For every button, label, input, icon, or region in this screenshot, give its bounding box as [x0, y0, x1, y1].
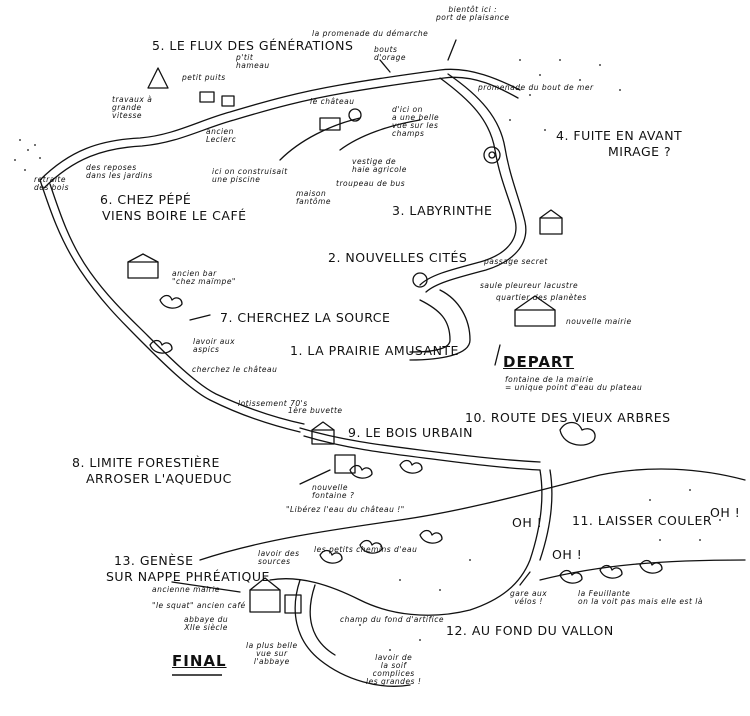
- note-nouvelle-mairie: nouvelle mairie: [566, 317, 632, 326]
- stop-13-label: 13. GENÈSE: [114, 553, 194, 568]
- stop-6-label: 6. CHEZ PÉPÉ: [100, 192, 192, 207]
- final-marker: FINAL: [172, 652, 227, 670]
- depart-marker: DEPART: [503, 353, 575, 371]
- note-ancien-bar: ancien bar "chez maïmpe": [172, 269, 236, 286]
- stop-11-label: 11. LAISSER COULER: [572, 513, 713, 528]
- road-loop: [39, 68, 521, 181]
- note-vestige: vestige de haie agricole: [352, 157, 407, 174]
- note-lavoir-sources: lavoir des sources: [258, 549, 300, 566]
- note-bouts-orage: bouts d'orage: [374, 45, 406, 62]
- note-nouvelle-fontaine: nouvelle fontaine ?: [312, 483, 355, 500]
- stop-12-label: 12. AU FOND DU VALLON: [446, 623, 614, 638]
- oh-shout-2: OH !: [552, 547, 583, 562]
- stream-valley: [269, 469, 543, 616]
- note-petit-puits: petit puits: [182, 73, 226, 82]
- note-ancienne-mairie: ancienne mairie: [152, 585, 220, 594]
- stop-8-label: 8. LIMITE FORESTIÈRE: [72, 455, 220, 470]
- road-west: [39, 179, 301, 433]
- warning-sign-icon: [147, 67, 169, 89]
- note-chateau: le château: [310, 97, 355, 106]
- stop-4-label: 4. FUITE EN AVANT: [556, 128, 683, 143]
- note-retraite: retraite des bois: [34, 175, 70, 192]
- note-ancien-leclerc: ancien Leclerc: [206, 127, 237, 144]
- stop-13-sub: SUR NAPPE PHRÉATIQUE: [106, 569, 270, 584]
- note-lavoir: lavoir aux aspics: [193, 337, 236, 354]
- note-promenade-mer: promenade du bout de mer: [478, 83, 594, 92]
- note-cherchez-chateau: cherchez le château: [192, 365, 278, 374]
- note-feuillante: la Feuillante on la voit pas mais elle e…: [578, 589, 703, 606]
- note-champ-fond: champ du fond d'artifice: [340, 615, 444, 624]
- note-doucet: d'ici on a une belle vue sur les champs: [392, 105, 440, 138]
- note-hameau: p'tit hameau: [236, 53, 270, 70]
- note-liberez: "Libérez l'eau du château !": [286, 505, 405, 514]
- oh-shout-1: OH !: [512, 515, 543, 530]
- stop-1-label: 1. LA PRAIRIE AMUSANTE: [290, 343, 459, 358]
- note-lavoir-soif: lavoir de la soif complices les grandes …: [366, 653, 422, 686]
- note-plus-belle: la plus belle vue sur l'abbaye: [246, 641, 298, 666]
- note-maison-fantome: maison fantôme: [296, 189, 331, 206]
- note-piscine: ici on construisait une piscine: [212, 167, 288, 184]
- stop-7-label: 7. CHERCHEZ LA SOURCE: [220, 310, 391, 325]
- note-buvette: 1ère buvette: [288, 406, 343, 415]
- note-bientot: bientôt ici : port de plaisance: [436, 5, 510, 22]
- oh-shout-3: OH !: [710, 505, 741, 520]
- road-east: [419, 77, 517, 286]
- note-petits-chemins: les petits chemins d'eau: [314, 545, 418, 554]
- note-fontaine-mairie: fontaine de la mairie = unique point d'e…: [505, 375, 643, 392]
- stop-6-sub: VIENS BOIRE LE CAFÉ: [102, 208, 247, 223]
- note-troupeau: troupeau de bus: [336, 179, 406, 188]
- note-quartier: quartier des planètes: [496, 293, 587, 302]
- note-squat: "le squat" ancien café: [152, 601, 246, 610]
- note-abbaye: abbaye du XIIe siècle: [184, 615, 229, 632]
- road-inner: [279, 117, 361, 161]
- road-south: [299, 427, 541, 463]
- stop-9-label: 9. LE BOIS URBAIN: [348, 425, 474, 440]
- note-promenade-demarche: la promenade du démarche: [312, 29, 429, 38]
- stop-4-sub: MIRAGE ?: [608, 144, 672, 159]
- stop-3-label: 3. LABYRINTHE: [392, 203, 493, 218]
- note-reposes: des reposes dans les jardins: [86, 163, 153, 180]
- note-gare: gare aux vélos !: [510, 589, 548, 606]
- stop-2-label: 2. NOUVELLES CITÉS: [328, 250, 468, 265]
- stop-10-label: 10. ROUTE DES VIEUX ARBRES: [465, 410, 671, 425]
- stop-5-label: 5. LE FLUX DES GÉNÉRATIONS: [152, 38, 354, 53]
- note-saule: saule pleureur lacustre: [480, 281, 579, 290]
- stop-8-sub: ARROSER L'AQUEDUC: [86, 471, 232, 486]
- note-travaux: travaux à grande vitesse: [112, 95, 153, 120]
- note-passage-secret: passage secret: [484, 257, 548, 266]
- note-lotissement: lotissement 70's: [238, 399, 308, 408]
